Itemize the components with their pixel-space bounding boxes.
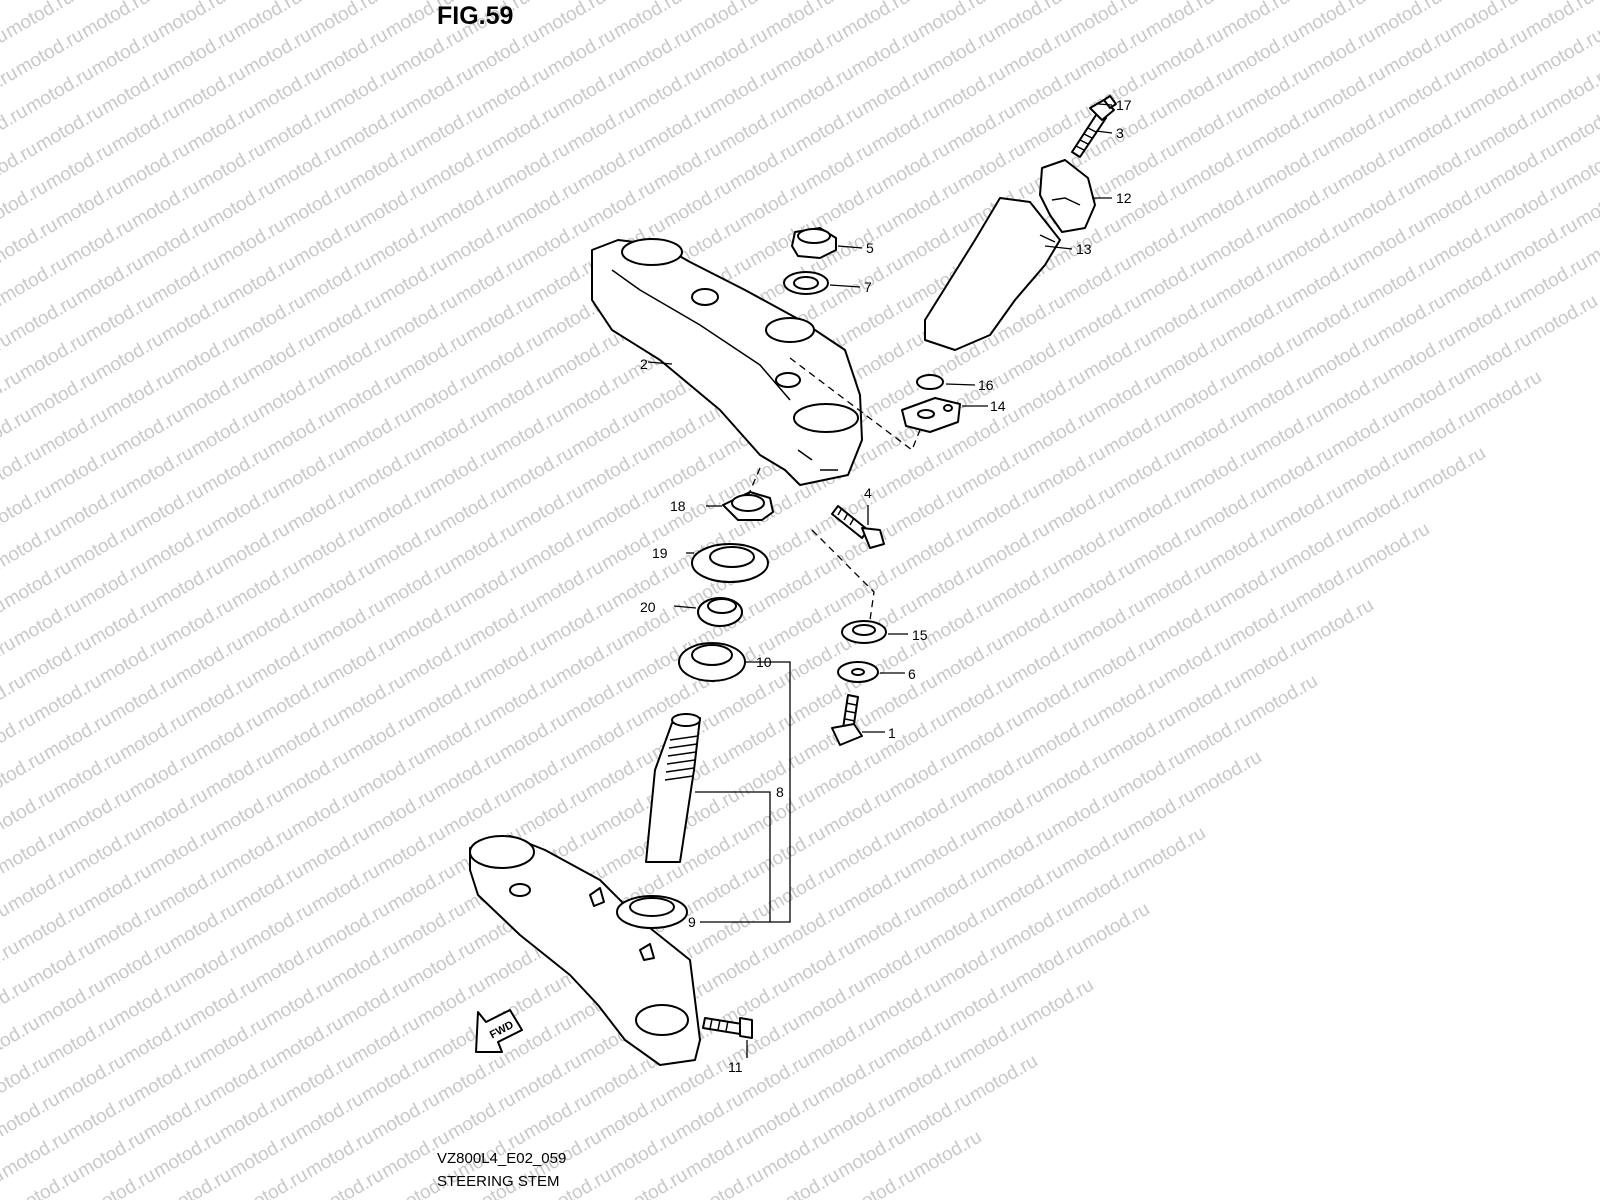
callout-19: 19 — [652, 545, 668, 561]
callout-13: 13 — [1076, 241, 1092, 257]
callout-4: 4 — [864, 485, 872, 501]
handlebar-holder-part — [1039, 159, 1096, 233]
callout-14: 14 — [990, 398, 1006, 414]
pinch-bolt-part — [702, 1017, 753, 1039]
callout-10: 10 — [756, 654, 772, 670]
handlebar-cover-part — [924, 197, 1061, 351]
washer-part-6 — [837, 661, 879, 683]
lower-bolt-part — [831, 694, 863, 746]
callout-12: 12 — [1116, 190, 1132, 206]
figure-caption: STEERING STEM — [437, 1173, 560, 1190]
upper-bracket-part — [591, 238, 863, 486]
callout-16: 16 — [978, 377, 994, 393]
callout-18: 18 — [670, 498, 686, 514]
bracket-bolt-part — [831, 505, 885, 549]
callout-9: 9 — [688, 914, 696, 930]
callout-2: 2 — [640, 356, 648, 372]
fwd-arrow-icon: FWD — [475, 1009, 523, 1053]
dust-seal-part — [691, 543, 769, 583]
washer-part-16 — [916, 374, 944, 390]
upper-bearing-part — [697, 597, 743, 627]
stem-nut-part — [722, 491, 774, 521]
callout-5: 5 — [866, 240, 874, 256]
figure-code: VZ800L4_E02_059 — [437, 1150, 567, 1167]
callout-20: 20 — [640, 599, 656, 615]
callout-8: 8 — [776, 784, 784, 800]
callout-17: 17 — [1116, 97, 1132, 113]
washer-part-15 — [841, 620, 887, 644]
callout-7: 7 — [864, 279, 872, 295]
washer-part-7 — [783, 271, 829, 295]
callout-11: 11 — [728, 1059, 743, 1075]
figure-title: FIG.59 — [437, 2, 514, 30]
callout-6: 6 — [908, 666, 916, 682]
plate-part — [901, 397, 961, 433]
callout-3: 3 — [1116, 125, 1124, 141]
lower-bearing-part — [678, 642, 746, 682]
callout-15: 15 — [912, 627, 928, 643]
leader-lines — [647, 103, 1113, 1058]
callout-1: 1 — [888, 725, 896, 741]
steering-stem-part — [469, 713, 701, 1066]
cap-nut-part — [791, 227, 837, 259]
callout-labels: 17 3 12 13 5 7 2 16 14 4 18 19 20 15 10 … — [640, 97, 1132, 1075]
holder-bolt-part — [1071, 99, 1115, 158]
